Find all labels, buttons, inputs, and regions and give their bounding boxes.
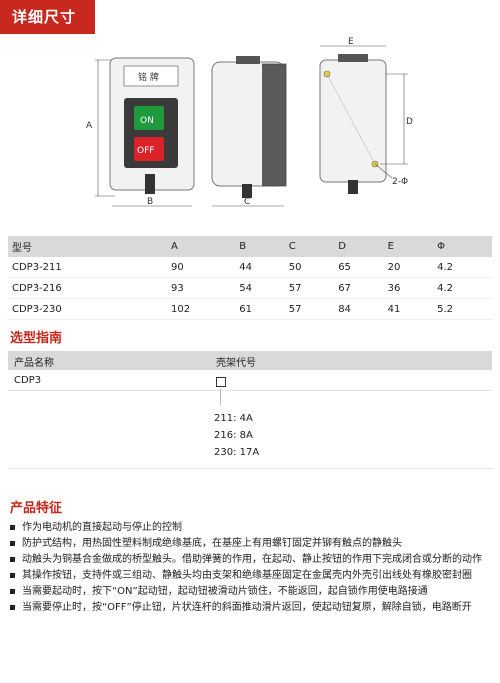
list-item: 当需要起动时，按下“ON”起动钮，起动钮被滑动片锁住，不能返回，起自锁作用使电路…	[6, 584, 491, 600]
header-title: 详细尺寸	[12, 8, 77, 26]
dim-d-label: D	[406, 117, 413, 127]
spec-header: 型号	[8, 236, 167, 257]
list-item: 当需要停止时，按“OFF”停止钮，片状连杆的斜面推动滑片返回，使起动钮复原，解除…	[6, 600, 491, 616]
spec-cell: 4.2	[433, 277, 492, 299]
spec-cell: 61	[235, 298, 285, 320]
selection-title: 选型指南	[10, 331, 63, 346]
dim-b-label: B	[147, 197, 153, 207]
frame-options: 211: 4A 216: 8A 230: 17A	[214, 410, 259, 461]
spec-cell: 65	[334, 257, 384, 278]
spec-cell: 67	[334, 277, 384, 299]
table-row: CDP3-211 90 44 50 65 20 4.2	[8, 257, 492, 278]
table-row: CDP3-216 93 54 57 67 36 4.2	[8, 277, 492, 299]
dimension-diagram: A 铭 牌 ON OFF B C E D 2-Φ	[86, 37, 413, 207]
back-view: E D 2-Φ	[319, 37, 413, 194]
spec-header: B	[235, 236, 285, 257]
spec-cell: 57	[284, 277, 335, 299]
spec-cell: 84	[334, 298, 384, 320]
selection-col-frame: 壳架代号	[216, 358, 256, 369]
divider	[8, 390, 492, 391]
spec-header: D	[334, 236, 384, 257]
spec-cell: 57	[284, 298, 335, 320]
spec-cell: CDP3-211	[8, 257, 167, 278]
table-row: CDP3-230 102 61 57 84 41 5.2	[8, 298, 492, 320]
selection-header-bar: 产品名称 壳架代号	[8, 351, 492, 370]
on-button	[134, 106, 164, 130]
spec-cell: 5.2	[433, 298, 492, 320]
frame-code-box	[216, 377, 226, 387]
spec-cell: 41	[383, 298, 434, 320]
spec-header: Φ	[433, 236, 492, 257]
spec-cell: 44	[235, 257, 285, 278]
dim-a-label: A	[86, 121, 93, 131]
spec-cell: CDP3-216	[8, 277, 167, 299]
selection-col-product: 产品名称	[14, 358, 54, 369]
spec-cell: CDP3-230	[8, 298, 167, 320]
spec-cell: 50	[284, 257, 335, 278]
section-header: 详细尺寸	[0, 0, 95, 34]
connector-line	[220, 389, 221, 405]
hole-label: 2-Φ	[392, 177, 408, 187]
dim-e-label: E	[348, 37, 354, 47]
nameplate-label: 铭 牌	[138, 71, 159, 83]
off-label: OFF	[137, 146, 154, 156]
frame-option: 211: 4A	[214, 413, 253, 424]
frame-option: 216: 8A	[214, 430, 253, 441]
spec-header: A	[166, 236, 236, 257]
frame-option: 230: 17A	[214, 447, 260, 458]
dim-c-label: C	[244, 197, 250, 207]
spec-header: C	[284, 236, 335, 257]
spec-cell: 36	[383, 277, 434, 299]
spec-table: 型号 A B C D E Φ CDP3-211 90 44 50 65 20 4…	[8, 236, 492, 320]
spec-cell: 20	[383, 257, 434, 278]
off-button	[134, 137, 164, 161]
spec-header: E	[383, 236, 434, 257]
features-title: 产品特征	[10, 501, 63, 516]
list-item: 动触头为铜基合金做成的桥型触头。借助弹簧的作用，在起动、静止按钮的作用下完成闭合…	[6, 552, 491, 568]
list-item: 其操作按钮，支持件或三组动、静触头均由支架和绝缘基座固定在金属壳内外壳引出线处有…	[6, 568, 491, 584]
spec-cell: 54	[235, 277, 285, 299]
front-view: A 铭 牌 ON OFF B	[86, 57, 195, 207]
list-item: 作为电动机的直接起动与停止的控制	[6, 520, 491, 536]
spec-cell: 90	[166, 257, 236, 278]
side-view: C	[211, 56, 287, 207]
divider	[8, 468, 492, 469]
feature-list: 作为电动机的直接起动与停止的控制 防护式结构，用热固性塑料制成绝缘基底，在基座上…	[6, 520, 491, 616]
spec-cell: 4.2	[433, 257, 492, 278]
list-item: 防护式结构，用热固性塑料制成绝缘基底，在基座上有用螺钉固定并铆有触点的静触头	[6, 536, 491, 552]
spec-cell: 93	[166, 277, 236, 299]
on-label: ON	[140, 116, 154, 126]
product-name: CDP3	[14, 375, 42, 386]
spec-cell: 102	[166, 298, 236, 320]
